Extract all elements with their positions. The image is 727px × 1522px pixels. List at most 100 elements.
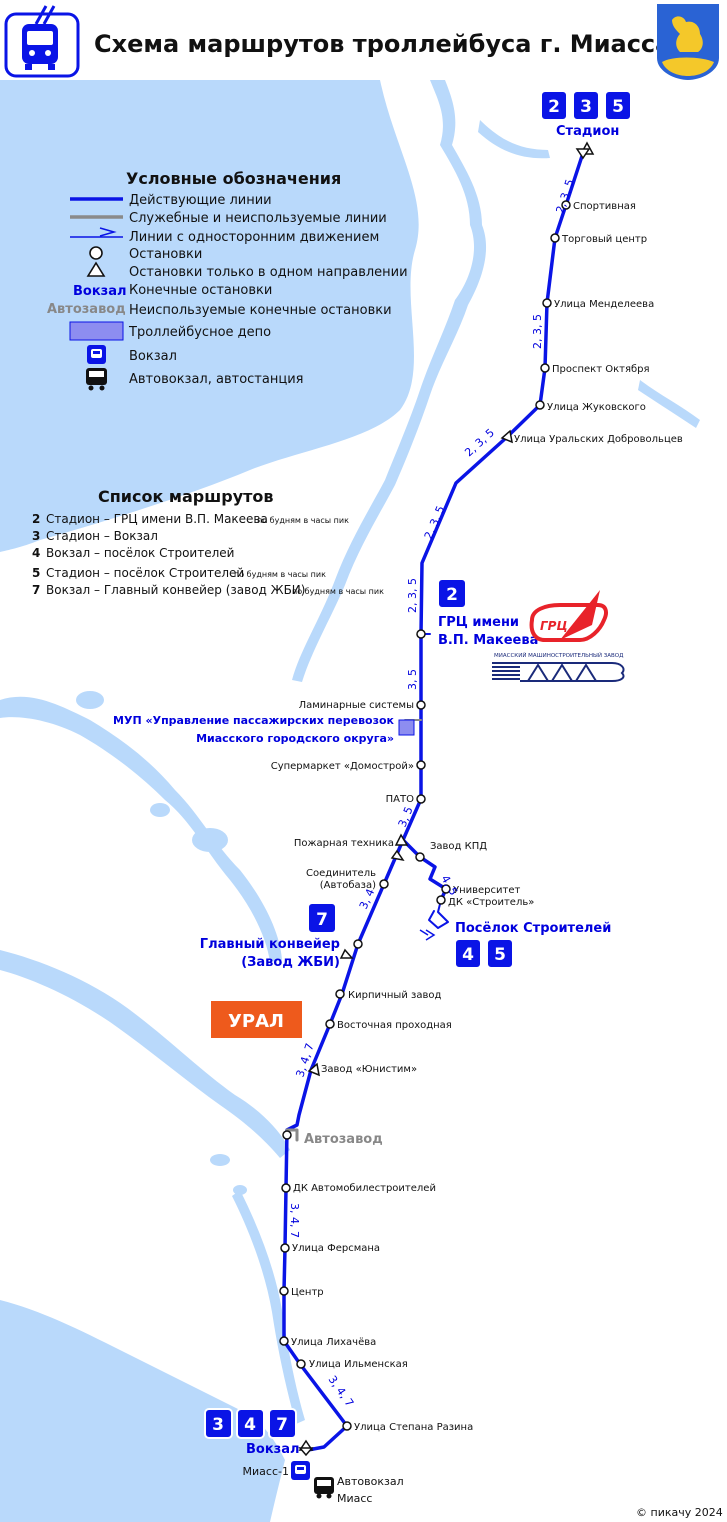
stop-glavny-konveyer[interactable]: [353, 939, 363, 949]
stop-vokzal-triangle-2[interactable]: [298, 1447, 314, 1457]
stop-stepana-razina[interactable]: [342, 1421, 352, 1431]
legend: Условные обозначения Действующие линии С…: [47, 169, 408, 391]
stop-centr[interactable]: [279, 1286, 289, 1296]
legend-item-unused-terminal: Неиспользуемые конечные остановки: [129, 303, 392, 318]
stop-laminarnye[interactable]: [416, 700, 426, 710]
label-yunistim: Завод «Юнистим»: [321, 1064, 417, 1075]
legend-oneway-arrow-icon: [99, 227, 117, 237]
stop-grc[interactable]: [416, 629, 426, 639]
route-list: Список маршрутов 2 Стадион – ГРЦ имени В…: [32, 487, 384, 597]
stop-domostroy[interactable]: [416, 760, 426, 770]
stop-glavny-konveyer-triangle[interactable]: [339, 948, 354, 959]
river-branch-east: [478, 120, 550, 159]
stop-soedinitel[interactable]: [379, 879, 389, 889]
badge-route-2-grc[interactable]: 2: [437, 578, 467, 609]
badge-route-5-stroiteley[interactable]: 5: [486, 938, 514, 969]
label-ilmenskaya: Улица Ильменская: [309, 1359, 408, 1370]
label-prospekt-oktyabrya: Проспект Октября: [552, 364, 650, 375]
svg-text:3: 3: [32, 529, 40, 543]
label-stepana-razina: Улица Степана Разина: [354, 1422, 473, 1433]
svg-text:3: 3: [580, 97, 592, 117]
route-label-2: 2, 3, 5: [531, 314, 544, 349]
one-way-arrows: [419, 929, 436, 941]
stop-zavod-kpd[interactable]: [415, 852, 425, 862]
label-sportivnaya: Спортивная: [573, 201, 636, 212]
route-label-6: 3, 5: [406, 669, 419, 690]
badge-route-3-stadion[interactable]: 3: [572, 90, 600, 121]
badge-route-7-vokzal[interactable]: 7: [268, 1408, 297, 1439]
depot-label-1: МУП «Управление пассажирских перевозок: [113, 714, 395, 727]
legend-item-railway-station: Вокзал: [129, 349, 177, 364]
depot-block[interactable]: [398, 719, 415, 736]
mmz-logo: МИАССКИЙ МАШИНОСТРОИТЕЛЬНЫЙ ЗАВОД: [492, 652, 625, 682]
stop-dk-stroitel[interactable]: [436, 895, 446, 905]
terminal-stroiteley: Посёлок Строителей 4 5: [454, 921, 611, 969]
svg-text:4: 4: [32, 546, 40, 560]
arrow-stroiteley-icon: [425, 929, 436, 941]
grc-logo-text: ГРЦ: [540, 619, 568, 633]
terminal-label-grc-2: В.П. Макеева: [438, 633, 538, 648]
stop-pato[interactable]: [416, 794, 426, 804]
stop-fersmana[interactable]: [280, 1243, 290, 1253]
stop-sportivnaya[interactable]: [561, 200, 571, 210]
svg-text:4: 4: [244, 1415, 256, 1435]
stop-kirpichny-zavod[interactable]: [335, 989, 345, 999]
main-trunk-line: [282, 151, 585, 1452]
label-centr: Центр: [291, 1287, 324, 1298]
stop-vostochnaya-prohodnaya[interactable]: [325, 1019, 335, 1029]
terminal-label-konveyer-2: (Завод ЖБИ): [241, 955, 340, 970]
terminal-label-avtozavod: Автозавод: [304, 1132, 383, 1147]
svg-text:2: 2: [446, 585, 458, 605]
mmz-logo-caption: МИАССКИЙ МАШИНОСТРОИТЕЛЬНЫЙ ЗАВОД: [494, 652, 624, 659]
svg-text:2: 2: [548, 97, 560, 117]
stop-dk-avtomobilestroiteley[interactable]: [281, 1183, 291, 1193]
stop-universitet[interactable]: [441, 884, 451, 894]
badge-route-4-stroiteley[interactable]: 4: [454, 938, 482, 969]
legend-depot-sample: [69, 321, 124, 341]
label-pozharnaya-tehnika: Пожарная техника: [294, 838, 394, 849]
label-soedinitel: Соединитель: [306, 868, 376, 879]
pond-2: [150, 803, 170, 817]
stop-mendeleeva[interactable]: [542, 298, 552, 308]
terminal-vokzal: 3 4 7 Вокзал: [204, 1408, 300, 1457]
route-list-item-3: 3 Стадион – Вокзал: [32, 529, 158, 543]
badge-route-4-vokzal[interactable]: 4: [236, 1408, 265, 1439]
label-vostochnaya-prohodnaya: Восточная проходная: [337, 1020, 452, 1031]
legend-oneway-stop-icon: [86, 261, 106, 277]
stop-avtozavod[interactable]: [282, 1130, 292, 1140]
svg-text:5: 5: [32, 566, 40, 580]
stop-stadion-triangle-2[interactable]: [575, 148, 591, 160]
label-pato: ПАТО: [386, 794, 414, 805]
svg-text:Стадион – посёлок Строителей: Стадион – посёлок Строителей: [46, 566, 244, 580]
railway-station: Миасс-1: [243, 1461, 310, 1480]
stop-prospekt-oktyabrya[interactable]: [540, 363, 550, 373]
svg-text:2: 2: [32, 512, 40, 526]
stop-pozharnaya-tehnika-2[interactable]: [390, 849, 405, 862]
header: Схема маршрутов троллейбуса г. Миасса: [0, 0, 727, 80]
stop-uralskih-dobrovolcev[interactable]: [500, 429, 513, 444]
pond-4: [210, 1154, 230, 1166]
badge-route-2-stadion[interactable]: 2: [540, 90, 568, 121]
stop-torgovy-centr[interactable]: [550, 233, 560, 243]
label-mendeleeva: Улица Менделеева: [554, 299, 654, 310]
route-label-3: 2, 3, 5: [462, 426, 497, 459]
stop-lihacheva[interactable]: [279, 1336, 289, 1346]
avtozavod-spur: [285, 1128, 299, 1142]
stop-zhukovskogo[interactable]: [535, 400, 545, 410]
map-title: Схема маршрутов троллейбуса г. Миасса: [94, 30, 671, 58]
stop-yunistim[interactable]: [307, 1062, 320, 1077]
legend-terminal-sample: Вокзал: [73, 284, 127, 299]
copyright: © пикачу 2024: [636, 1506, 723, 1519]
railway-station-icon[interactable]: [291, 1461, 310, 1480]
badge-route-5-stadion[interactable]: 5: [604, 90, 632, 121]
bus-station-icon[interactable]: [314, 1477, 334, 1499]
badge-route-3-vokzal[interactable]: 3: [204, 1408, 233, 1439]
svg-text:3: 3: [212, 1415, 224, 1435]
terminal-label-vokzal: Вокзал: [246, 1442, 300, 1457]
badge-route-7-konveyer[interactable]: 7: [307, 902, 337, 934]
legend-bus-station-icon: [86, 368, 107, 391]
stop-pozharnaya-tehnika[interactable]: [394, 833, 409, 846]
lake-bottom: [0, 1300, 285, 1522]
stop-ilmenskaya[interactable]: [296, 1359, 306, 1369]
